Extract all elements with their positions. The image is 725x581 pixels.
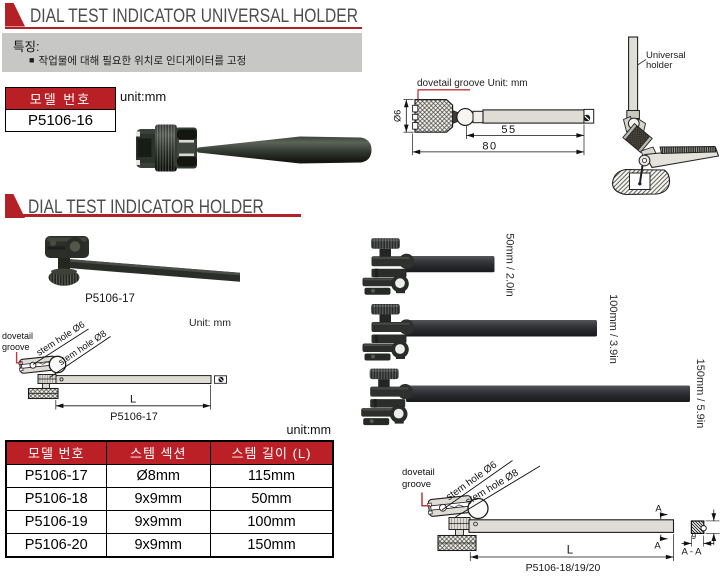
unit-note-table: unit:mm — [286, 423, 331, 437]
square-bullet-icon: ■ — [29, 55, 35, 65]
model-number-value: P5106-16 — [27, 112, 94, 130]
photo-universal-holder — [136, 124, 372, 172]
section2-title: DIAL TEST INDICATOR HOLDER — [28, 196, 264, 218]
drawing17-dim-L: L — [130, 394, 136, 406]
section-marker-top: A — [655, 504, 662, 515]
features-item-text: 작업물에 대해 필요한 위치로 인디게이터를 고정 — [38, 55, 247, 67]
section1-title: DIAL TEST INDICATOR UNIVERSAL HOLDER — [30, 5, 358, 27]
drawing1-labels: dovetail groove Unit: mm — [417, 78, 528, 89]
unit-note-2: Unit: mm — [189, 316, 231, 329]
section1-title-rule — [5, 26, 362, 29]
drawing-universal-holder: Ø6 55 80 — [393, 89, 595, 156]
photo-p5106-17 — [45, 236, 240, 286]
spec-col-stem-length: 스템 길이 (L) — [210, 440, 334, 465]
features-box: 특징: ■작업물에 대해 필요한 위치로 인디게이터를 고정 — [2, 32, 362, 72]
cell-model-18: P5106-18 — [5, 486, 107, 511]
cell-section-17: Ø8mm — [105, 463, 211, 488]
section-marker-bottom: A — [654, 541, 661, 552]
features-item: ■작업물에 대해 필요한 위치로 인디게이터를 고정 — [29, 53, 246, 68]
cell-section-18: 9x9mm — [105, 486, 211, 511]
spec-row-p5106-19: P5106-19 9x9mm 100mm — [5, 509, 334, 535]
cell-length-20: 150mm — [210, 533, 334, 558]
features-label: 특징: — [13, 39, 40, 54]
drawing17-caption: P5106-17 — [110, 411, 158, 423]
dim-9-label: 9 — [692, 532, 697, 541]
section-view-label: A - A — [681, 547, 702, 558]
dim-diameter-label: Ø6 — [393, 110, 403, 122]
photo-p5106-17-caption: P5106-17 — [85, 293, 135, 305]
cell-section-19: 9x9mm — [105, 509, 211, 535]
cell-section-20: 9x9mm — [105, 533, 211, 558]
spec-row-p5106-17: P5106-17 Ø8mm 115mm — [5, 463, 334, 488]
section1-flag-icon — [5, 2, 25, 27]
drawing18-dovetail-label: dovetail groove — [402, 467, 435, 490]
cell-model-17: P5106-17 — [5, 463, 107, 488]
photo-100mm — [362, 304, 597, 361]
illustration-label: Universal holder — [646, 50, 686, 72]
spec-row-p5106-18: P5106-18 9x9mm 50mm — [5, 486, 334, 511]
photo-100mm-label: 100mm / 3.9in — [607, 294, 619, 364]
dim-80-label: 80 — [482, 141, 497, 153]
drawing18-dim-L: L — [567, 545, 574, 557]
illustration-universal-holder — [611, 36, 720, 196]
dovetail-groove-label: dovetail groove — [417, 77, 485, 89]
drawing1-unit-label: Unit: mm — [487, 77, 528, 89]
cell-model-19: P5106-19 — [5, 509, 107, 535]
photo-50mm — [362, 238, 495, 295]
spec-table: 모델 번호 스템 섹션 스템 길이 (L) P5106-17 Ø8mm 115m… — [5, 440, 334, 559]
spec-table-header-row: 모델 번호 스템 섹션 스템 길이 (L) — [5, 440, 334, 465]
cell-length-17: 115mm — [210, 463, 334, 488]
photo-150mm-label: 150mm / 5.9in — [694, 359, 706, 429]
unit-note-1: unit:mm — [120, 89, 167, 104]
photo-50mm-label: 50mm / 2.0in — [504, 233, 516, 297]
drawing17-dovetail-label: dovetail groove — [2, 331, 34, 353]
spec-col-stem-section: 스템 섹션 — [105, 440, 211, 465]
drawing-p5106-17: L stem hole Ø6 stem hole Ø8 — [15, 319, 227, 410]
spec-col-model: 모델 번호 — [5, 440, 107, 465]
cell-model-20: P5106-20 — [5, 533, 107, 558]
dim-55-label: 55 — [501, 124, 516, 136]
spec-row-p5106-20: P5106-20 9x9mm 150mm — [5, 533, 334, 558]
cell-length-18: 50mm — [210, 486, 334, 511]
section2-title-rule — [5, 214, 301, 217]
photos-length-variants: 50mm / 2.0in 100mm / 3.9in 150mm / 5.9in — [361, 233, 706, 429]
drawing-p5106-18-19-20: L stem hole Ø6 stem hole Ø8 A A 9 A - A — [421, 459, 720, 561]
cell-length-19: 100mm — [210, 509, 334, 535]
photo-150mm — [361, 368, 690, 426]
model-number-header: 모델 번호 — [6, 88, 115, 111]
model-number-box: 모델 번호 P5106-16 — [5, 87, 116, 132]
drawing18-caption: P5106-18/19/20 — [525, 562, 601, 574]
